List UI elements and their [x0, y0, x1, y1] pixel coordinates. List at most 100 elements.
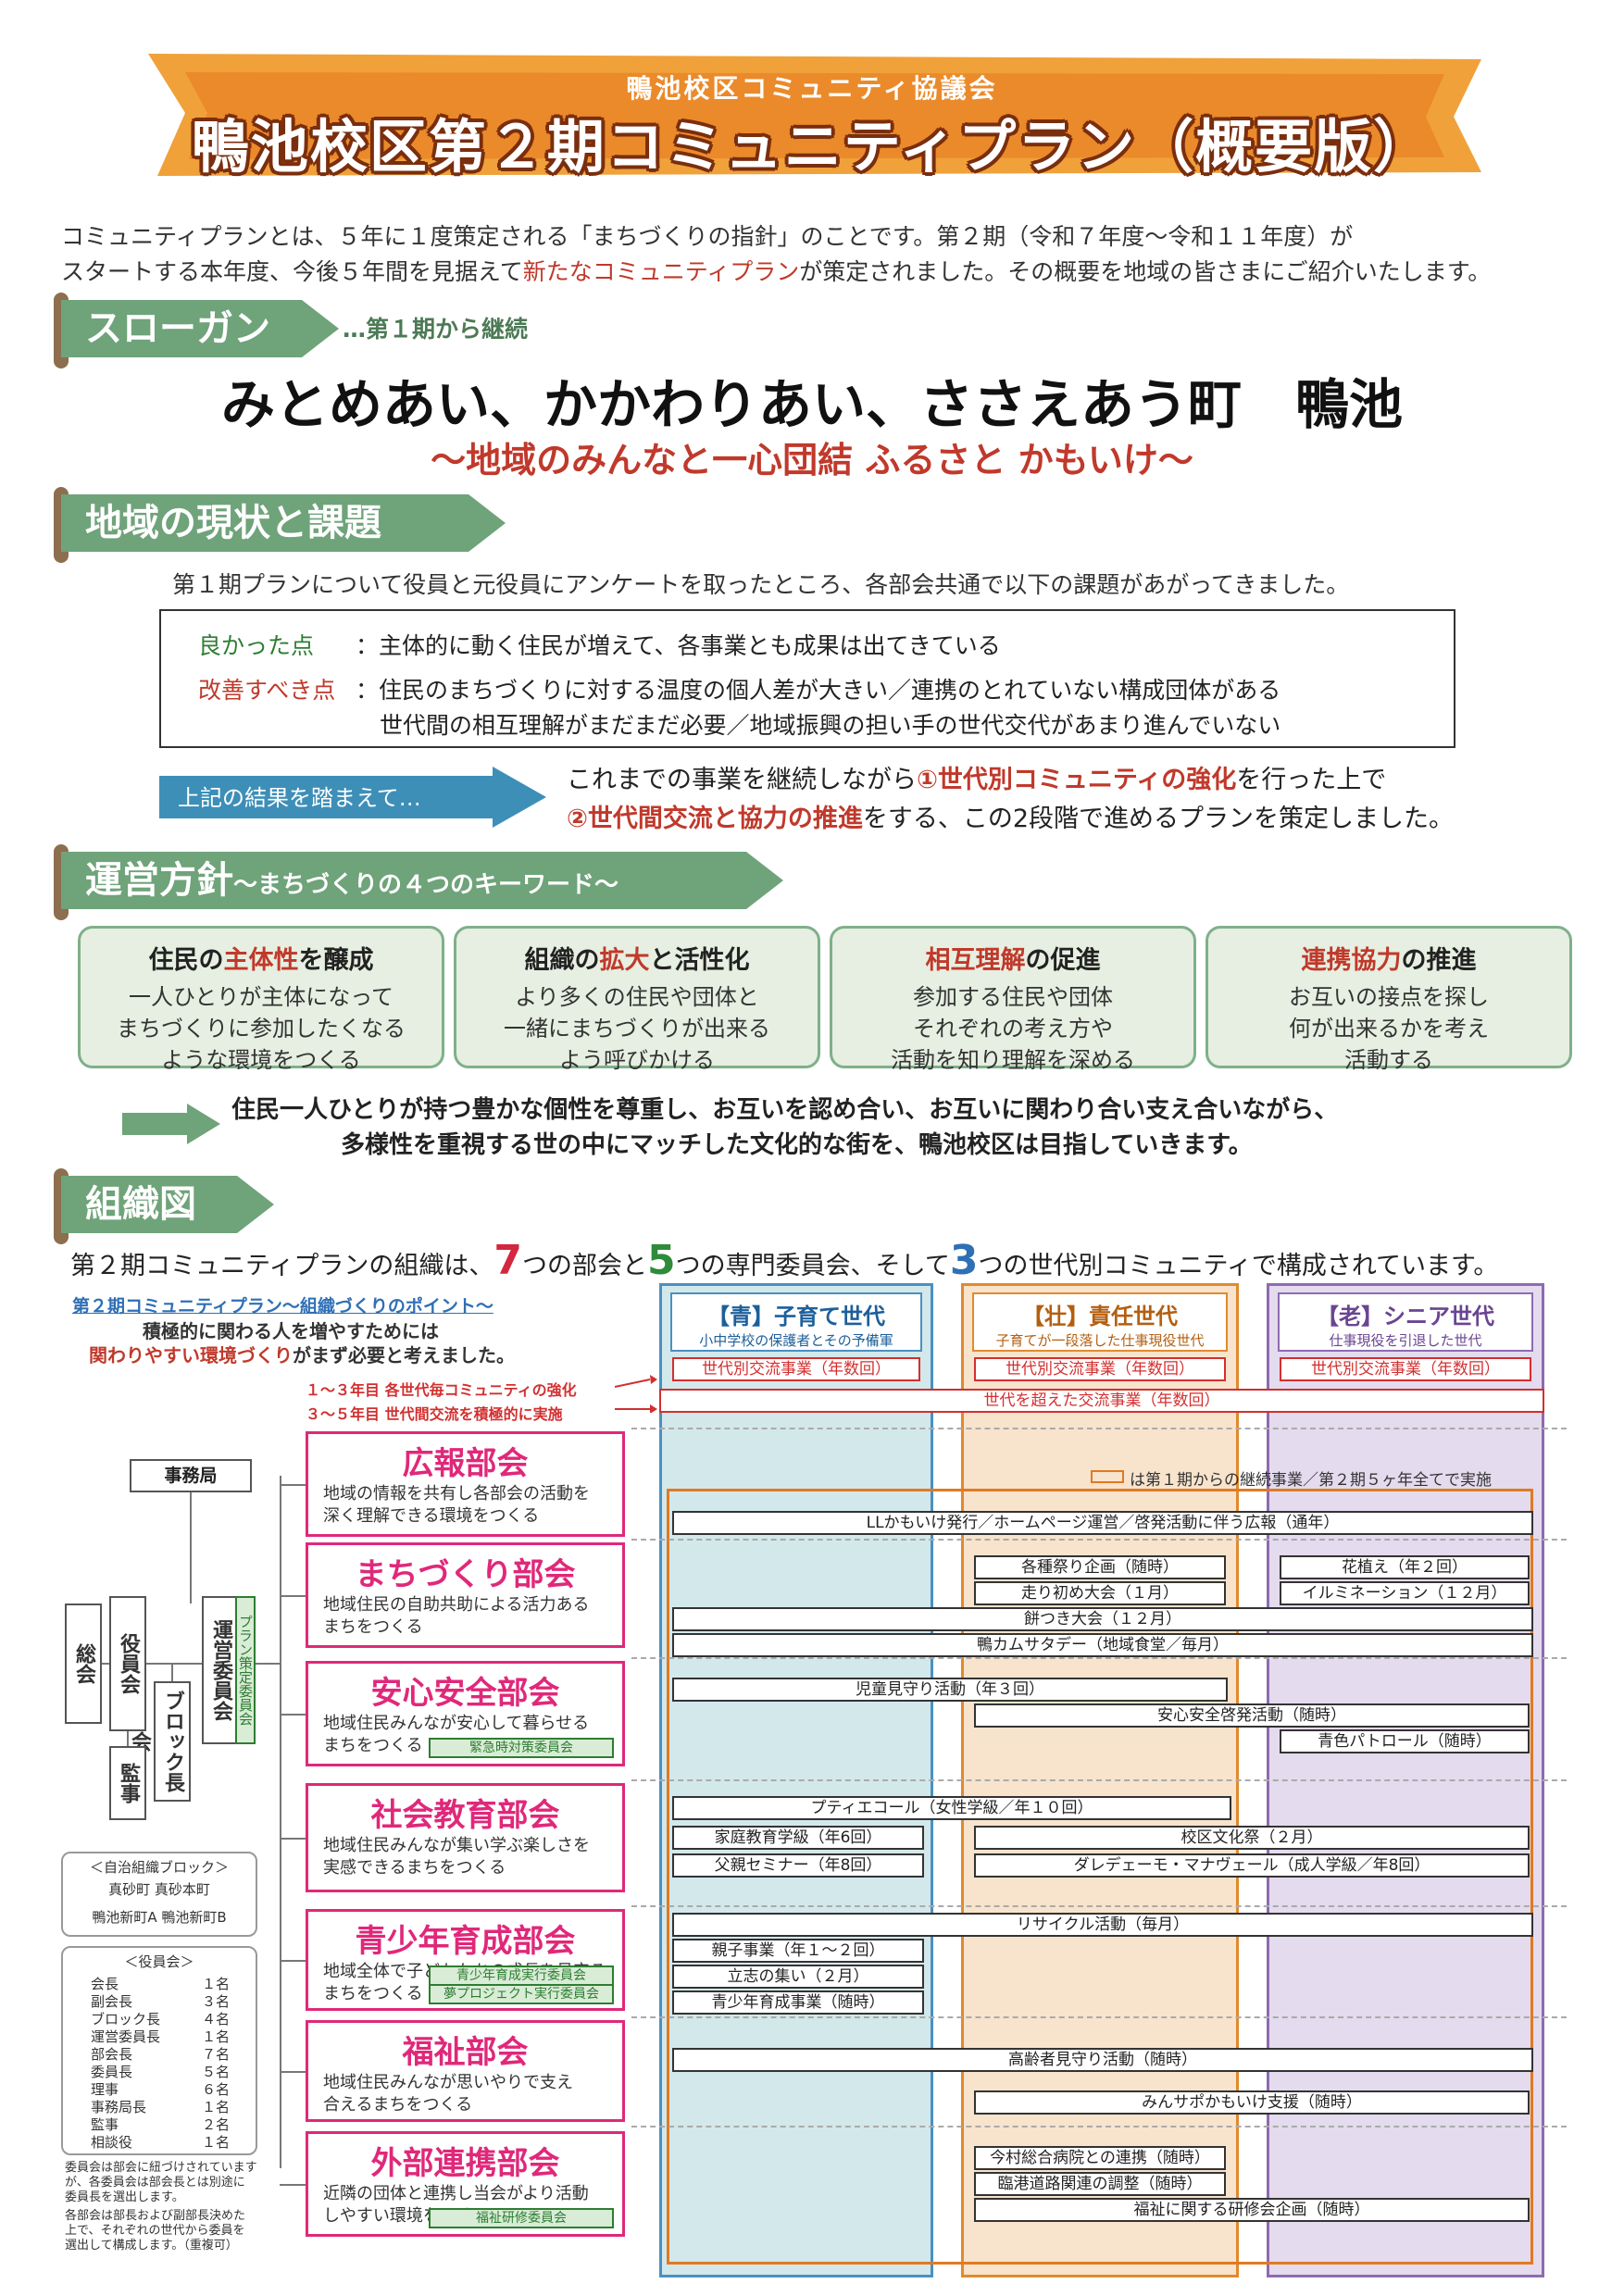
department-desc: 近隣の団体と連携し当会がより活動 [323, 2184, 589, 2203]
conclusion-arrow [122, 1104, 220, 1144]
conclusion-line-2: 多様性を重視する世の中にマッチした文化的な街を、鴨池校区は目指していきます。 [341, 1131, 1253, 1159]
department-box: 外部連携部会近隣の団体と連携し当会がより活動しやすい環境をつくる福祉研修委員会 [306, 2131, 625, 2237]
org-note-line: 各部会は部長および副部長決めた [65, 2209, 246, 2223]
role-name: 事務局長 [91, 2099, 147, 2115]
keyword-title: 相互理解の促進 [925, 946, 1101, 975]
improve-label: 改善すべき点 [198, 677, 336, 704]
org-note-line: 選出して構成します。（重複可） [65, 2239, 238, 2252]
yakuinkai-box: 役員会 [109, 1596, 146, 1731]
role-count: １名 [202, 2099, 231, 2115]
role-count: １名 [202, 2134, 231, 2151]
intro-line-2: スタートする本年度、今後５年間を見据えて新たなコミュニティプランが策定されました… [61, 258, 1492, 285]
department-box: 青少年育成部会地域全体で子どもたちの成長を見守るまちをつくる青少年育成実行委員会… [306, 1909, 625, 2011]
generation-name: 【老】シニア世代 [1317, 1304, 1494, 1329]
good-label: 良かった点 [198, 632, 315, 659]
department-name: 青少年育成部会 [355, 1923, 576, 1960]
org-note-line: 上で、それぞれの世代から委員を [65, 2224, 245, 2238]
sokai-box: 総会 [65, 1603, 102, 1724]
department-desc: 深く理解できる環境をつくる [323, 1506, 540, 1526]
generation-event: 世代別交流事業（年数回） [974, 1357, 1226, 1381]
org-heading: 組織図 [54, 1168, 274, 1244]
event-item: 花植え（年２回） [1280, 1555, 1530, 1579]
row-separator [631, 1539, 1567, 1541]
generation-desc: 仕事現役を引退した世代 [1329, 1332, 1482, 1349]
event-item: 父親セミナー（年8回） [672, 1853, 924, 1878]
improve-text-2: 世代間の相互理解がまだまだ必要／地域振興の担い手の世代交代があまり進んでいない [380, 712, 1281, 739]
generation-desc: 小中学校の保護者とその予備軍 [699, 1332, 893, 1349]
keyword-body-line: 活動を知り理解を深める [891, 1047, 1135, 1073]
legend-swatch [1091, 1470, 1124, 1483]
keyword-body-line: お互いの接点を探し [1289, 984, 1489, 1010]
department-box: 安心安全部会地域住民みんなが安心して暮らせるまちをつくる緊急時対策委員会 [306, 1661, 625, 1766]
department-desc: 地域住民みんなが思いやりで支え [323, 2073, 573, 2092]
org-note-line: が、各委員会は部会長とは別途に [65, 2176, 245, 2190]
role-name: ブロック長 [91, 2011, 161, 2028]
row-separator [631, 1905, 1567, 1907]
department-name: まちづくり部会 [355, 1556, 576, 1593]
keyword-card: 連携協力の推進お互いの接点を探し何が出来るかを考え活動する [1206, 926, 1572, 1073]
event-item: 鴨カムサタデー（地域食堂／毎月） [672, 1633, 1533, 1657]
keyword-title: 組織の拡大と活性化 [524, 946, 750, 975]
improve-text-1: ：住民のまちづくりに対する温度の個人差が大きい／連携のとれていない構成団体がある [356, 677, 1281, 704]
committee-badge: 夢プロジェクト実行委員会 [429, 1984, 614, 2004]
continuing-projects-frame [667, 1489, 1533, 2265]
good-text: ：主体的に動く住民が増えて、各事業とも成果は出てきている [356, 632, 1001, 659]
role-name: 部会長 [91, 2046, 133, 2063]
department-desc: 合えるまちをつくる [323, 2095, 473, 2115]
kanji-box: 監事 [109, 1746, 146, 1820]
header-subtitle: 鴨池校区コミュニティ協議会 [626, 73, 998, 104]
event-item: 走り初め大会（１月） [974, 1581, 1226, 1605]
role-count: ５名 [202, 2064, 231, 2080]
keyword-body-line: それぞれの考え方や [913, 1016, 1113, 1042]
role-count: ３名 [202, 1993, 231, 2010]
cross-generation-event: 世代を超えた交流事業（年数回） [659, 1389, 1544, 1413]
department-name: 安心安全部会 [370, 1675, 560, 1712]
department-desc: 地域の情報を共有し各部会の活動を [323, 1484, 590, 1504]
event-item: LLかもいけ発行／ホームページ運営／啓発活動に伴う広報（通年） [672, 1511, 1533, 1535]
unei-box: 運営委員会 [202, 1596, 239, 1744]
department-desc: まちをつくる [323, 1984, 423, 2003]
point-line-2: 関わりやすい環境づくりがまず必要と考えました。 [89, 1344, 515, 1366]
event-item: 親子事業（年１～２回） [672, 1939, 924, 1963]
keyword-body-line: 一緒にまちづくりが出来る [504, 1016, 770, 1042]
phase-arrows [615, 1375, 657, 1413]
org-note-line: 委員長を選出します。 [65, 2190, 184, 2204]
event-item: ダレデェーモ・マナヴェール（成人学級／年8回） [974, 1853, 1530, 1878]
issues-box: 良かった点 ：主体的に動く住民が増えて、各事業とも成果は出てきている 改善すべき… [159, 609, 1455, 748]
department-name: 広報部会 [402, 1445, 529, 1482]
plan-committee-box: プラン策定委員会 [235, 1596, 256, 1744]
point-line-1: 積極的に関わる人を増やすためには [143, 1320, 439, 1342]
keyword-body-line: よう呼びかける [559, 1047, 715, 1073]
result-line-2: ②世代間交流と協力の推進をする、この2段階で進めるプランを策定しました。 [567, 805, 1455, 833]
point-title: 第２期コミュニティプラン～組織づくりのポイント～ [72, 1296, 493, 1316]
blocks-box: ＜自治組織ブロック＞ 真砂町 真砂本町 鴨池新町A 鴨池新町B [61, 1852, 257, 1937]
role-name: 委員長 [91, 2064, 133, 2080]
event-item: 青少年育成事業（随時） [672, 1990, 924, 2015]
row-separator [631, 2126, 1567, 2128]
keyword-body-line: 参加する住民や団体 [913, 984, 1113, 1010]
row-separator [631, 1428, 1567, 1429]
slogan-sub: ～地域のみんなと一心団結 ふるさと かもいけ～ [431, 440, 1193, 480]
role-count: １名 [202, 1976, 231, 1992]
committee-badge: 緊急時対策委員会 [429, 1738, 614, 1758]
event-item: 臨港道路関連の調整（随時） [974, 2172, 1226, 2196]
keyword-card: 組織の拡大と活性化より多くの住民や団体と一緒にまちづくりが出来るよう呼びかける [454, 926, 820, 1073]
header-banner [148, 54, 1481, 176]
committee-badge: 青少年育成実行委員会 [429, 1965, 614, 1986]
result-arrow [159, 767, 546, 828]
department-name: 社会教育部会 [370, 1797, 560, 1834]
department-desc: まちをつくる [323, 1736, 423, 1755]
event-item: 餅つき大会（１２月） [672, 1607, 1533, 1631]
event-item: 青色パトロール（随時） [1280, 1729, 1530, 1753]
intro-line-1: コミュニティプランとは、５年に１度策定される「まちづくりの指針」のことです。第２… [61, 223, 1354, 250]
generation-event: 世代別交流事業（年数回） [672, 1357, 920, 1381]
event-item: 立志の集い（２月） [672, 1965, 924, 1989]
department-box: 広報部会地域の情報を共有し各部会の活動を深く理解できる環境をつくる [306, 1431, 625, 1537]
event-item: みんサポかもいけ支援（随時） [974, 2090, 1530, 2115]
event-item: 福祉に関する研修会企画（随時） [974, 2198, 1530, 2222]
department-desc: 地域住民みんなが安心して暮らせる [323, 1714, 590, 1733]
role-count: ２名 [202, 2116, 231, 2133]
keyword-card: 相互理解の促進参加する住民や団体それぞれの考え方や活動を知り理解を深める [830, 926, 1196, 1073]
role-name: 副会長 [91, 1993, 133, 2010]
